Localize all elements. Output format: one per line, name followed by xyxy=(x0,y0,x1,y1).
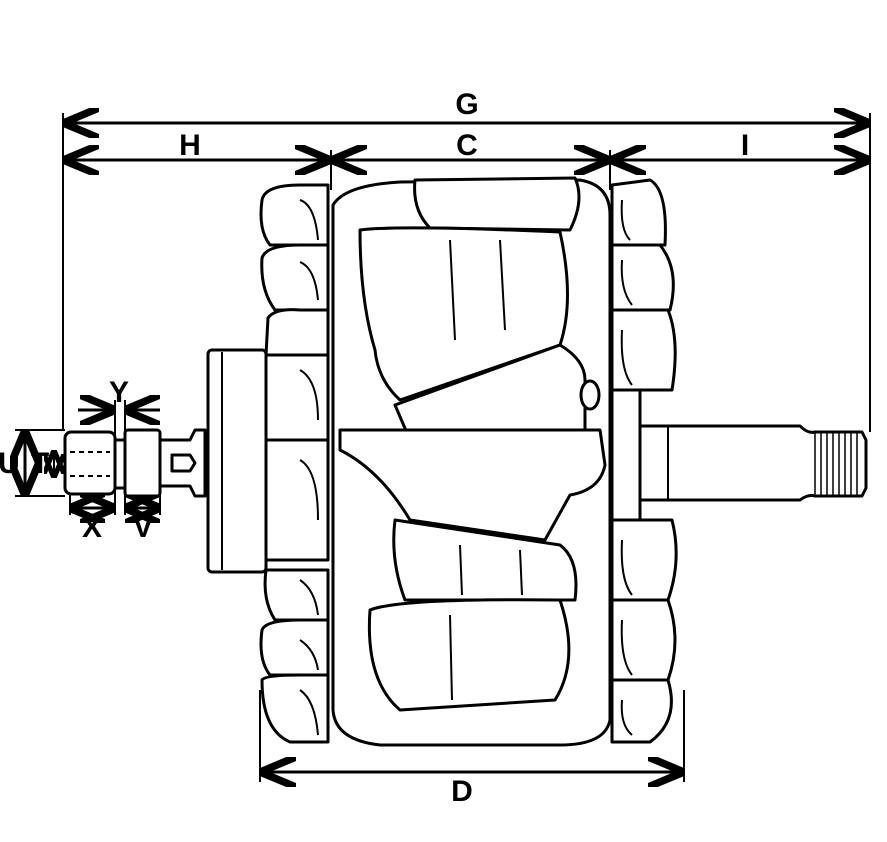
shaft xyxy=(638,424,868,502)
slip-ring-assembly xyxy=(63,428,207,498)
label-x: X xyxy=(81,511,103,544)
label-c: C xyxy=(456,129,478,162)
label-t: T xyxy=(30,447,50,480)
fan-disc xyxy=(206,348,268,574)
label-i: I xyxy=(740,129,750,162)
label-v: V xyxy=(132,511,154,544)
label-d: D xyxy=(451,775,473,808)
label-u: U xyxy=(0,447,20,480)
right-fan-blades xyxy=(610,178,678,744)
claw-pole-body xyxy=(331,176,612,747)
label-h: H xyxy=(179,129,201,162)
dimension-lines xyxy=(25,123,867,772)
left-fan-blades xyxy=(259,183,330,744)
label-g: G xyxy=(455,88,479,121)
label-y: Y xyxy=(108,376,130,409)
